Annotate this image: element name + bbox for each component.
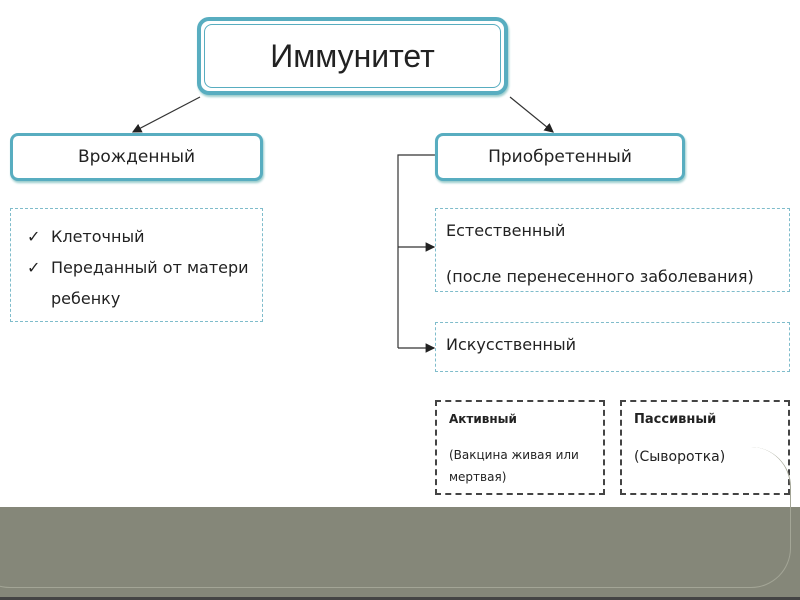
artificial-label: Искусственный: [446, 335, 577, 354]
acquired-node: Приобретенный: [435, 133, 685, 181]
list-item: ✓Переданный от матери ребенку: [27, 252, 251, 314]
check-icon: ✓: [27, 258, 41, 277]
artificial-node: Искусственный: [435, 322, 790, 372]
active-note: (Вакцина живая или мертвая): [449, 448, 579, 484]
list-item: ✓Клеточный: [27, 221, 251, 252]
root-label: Иммунитет: [270, 37, 435, 74]
bracket-line: [397, 154, 435, 348]
natural-note: (после перенесенного заболевания): [446, 267, 754, 286]
active-label: Активный: [449, 412, 517, 426]
arrow-to-acquired: [509, 96, 554, 133]
natural-label: Естественный: [446, 221, 566, 240]
root-node: Иммунитет: [197, 17, 508, 95]
innate-label: Врожденный: [77, 147, 196, 167]
passive-node: Пассивный (Сыворотка): [620, 400, 790, 495]
active-node: Активный (Вакцина живая или мертвая): [435, 400, 605, 495]
arrow-to-innate: [131, 96, 201, 133]
innate-details: ✓Клеточный ✓Переданный от матери ребенку: [10, 208, 263, 322]
innate-node: Врожденный: [10, 133, 263, 181]
acquired-label: Приобретенный: [488, 147, 632, 167]
passive-label: Пассивный: [634, 412, 717, 427]
check-icon: ✓: [27, 227, 41, 246]
natural-node: Естественный (после перенесенного заболе…: [435, 208, 790, 292]
footer-band: [0, 447, 800, 600]
passive-note: (Сыворотка): [634, 449, 726, 465]
